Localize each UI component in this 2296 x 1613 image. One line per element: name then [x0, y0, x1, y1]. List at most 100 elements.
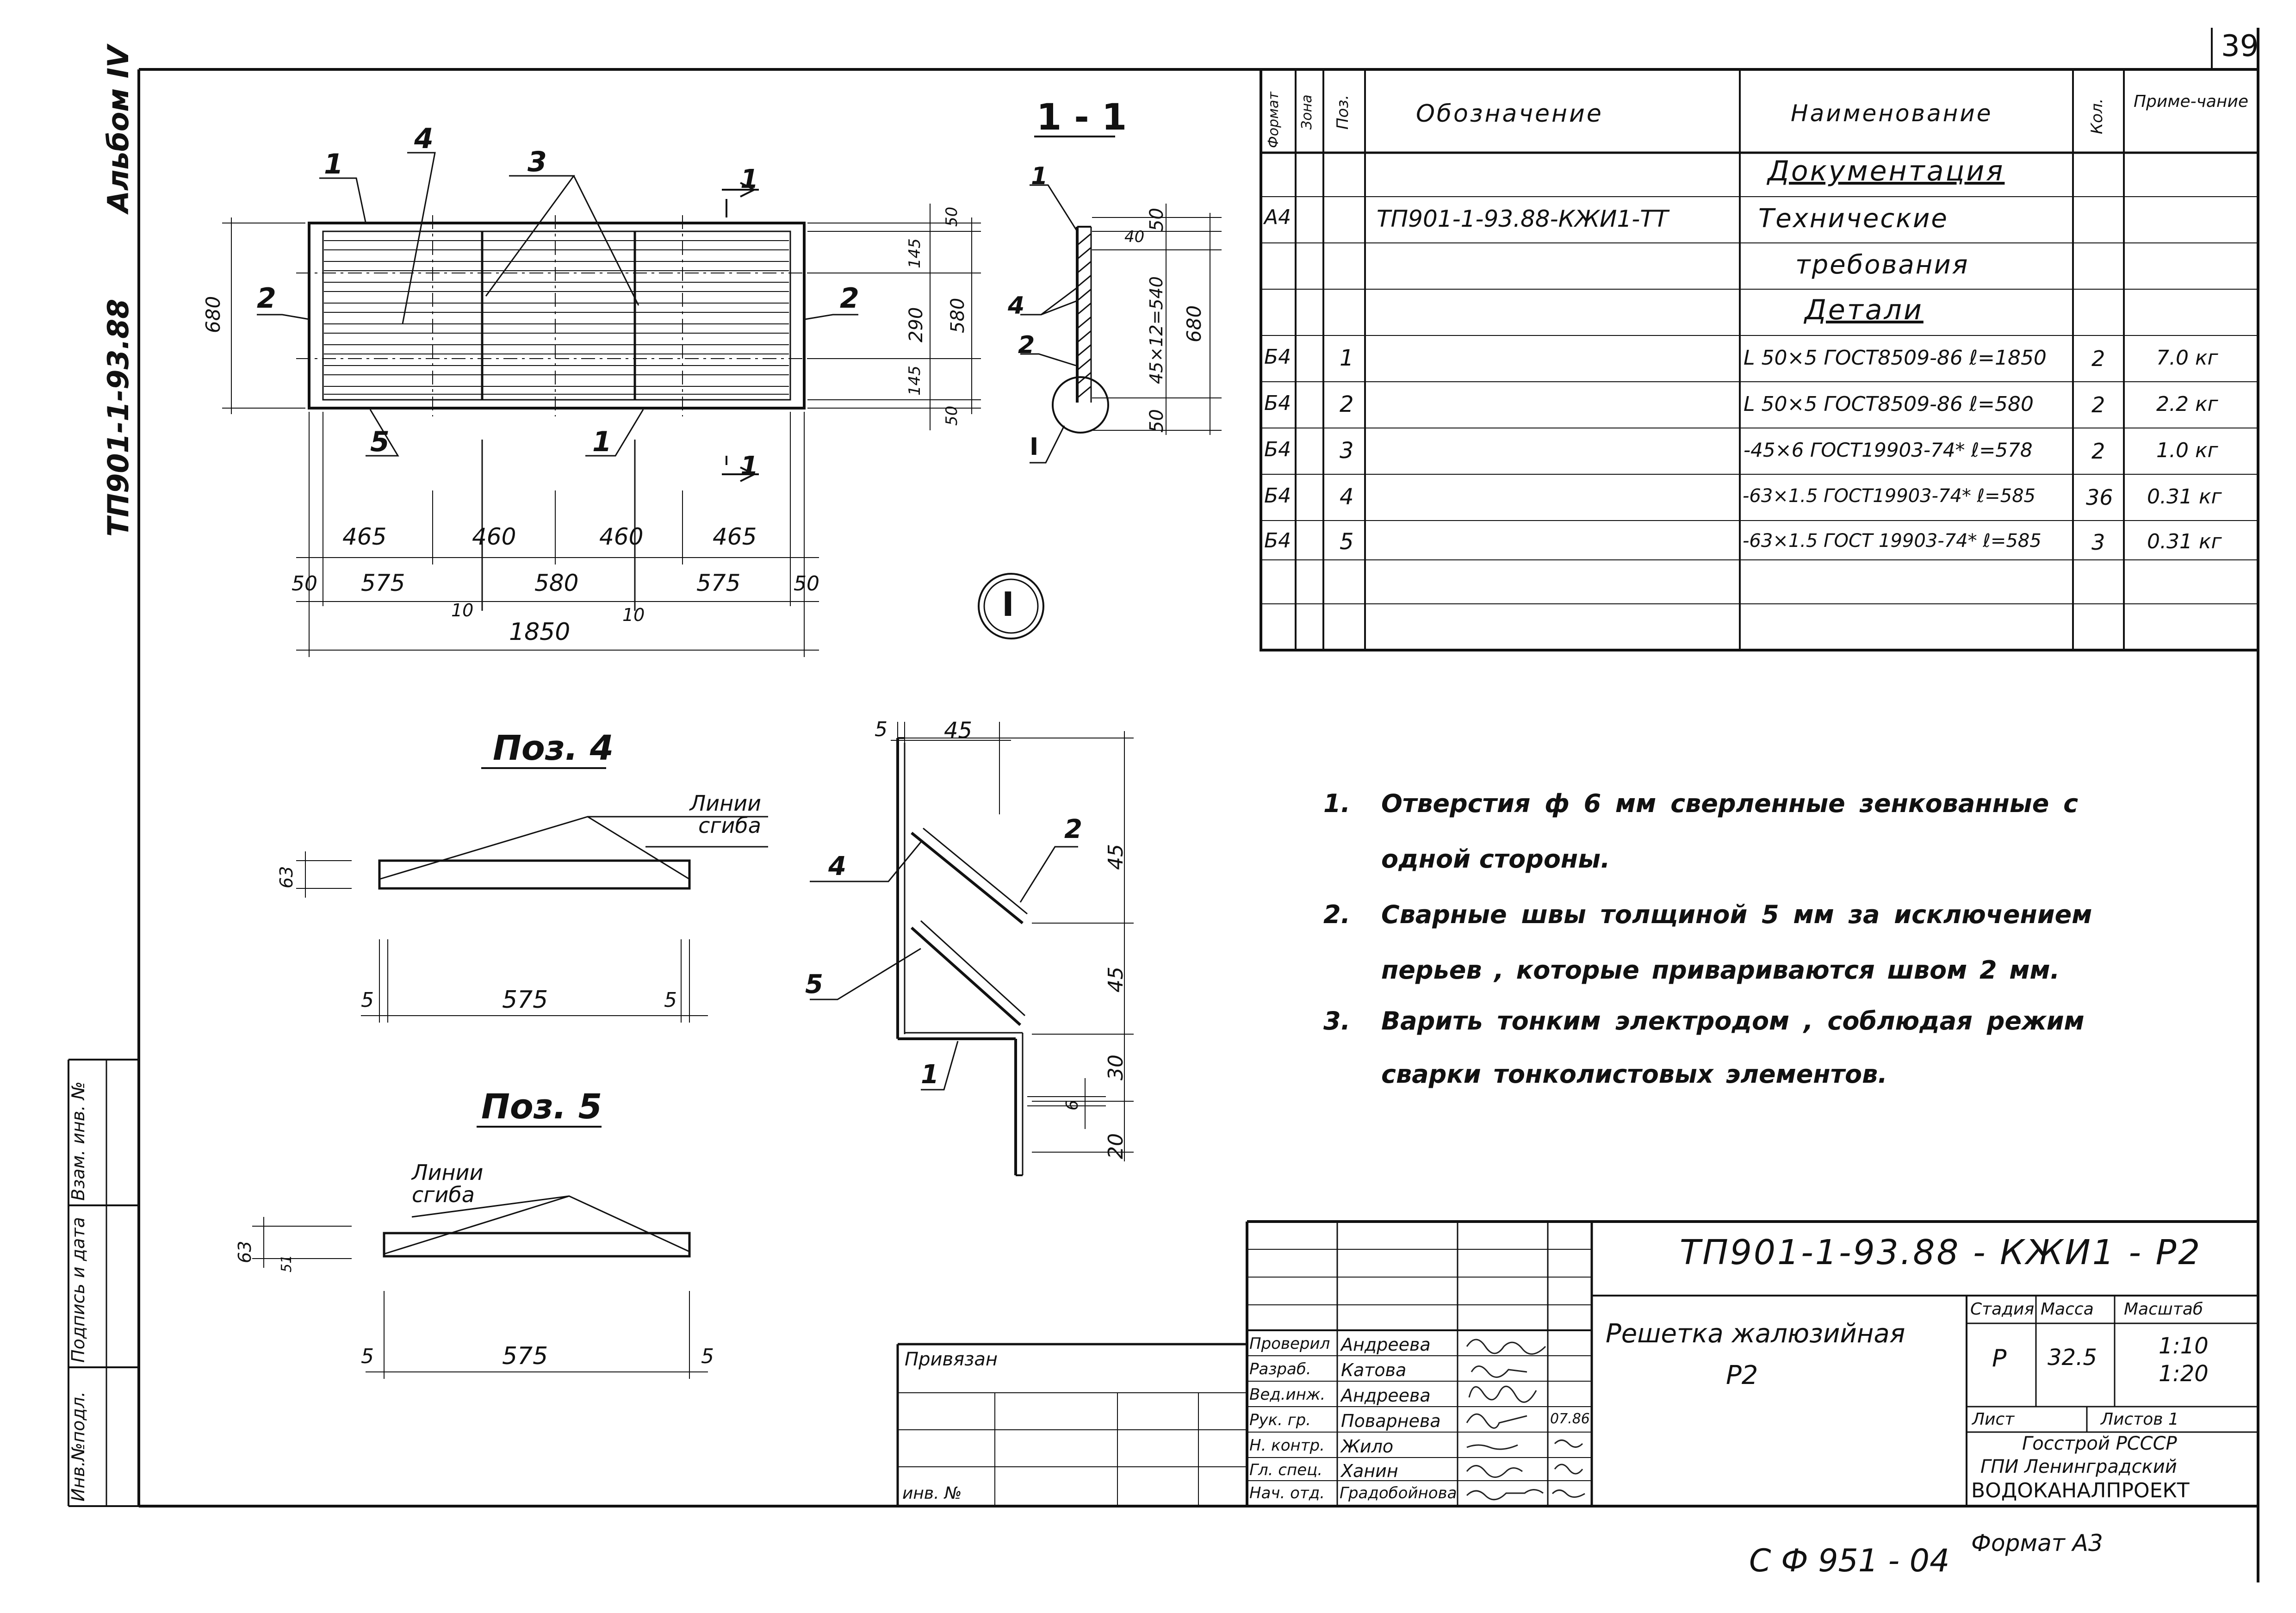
row1-format: Б4 [1264, 345, 1291, 369]
date-mark: 07.86 [1550, 1411, 1590, 1427]
node-callout-2: 2 [1064, 814, 1082, 844]
row2-name: L 50×5 ГОСТ8509-86 ℓ=580 [1744, 392, 2034, 416]
role-0: Проверил [1249, 1334, 1330, 1353]
row3-format: Б4 [1264, 438, 1291, 461]
title-line2: Р2 [1726, 1360, 1758, 1390]
sec-detail-mark: I [1030, 433, 1039, 461]
mass-label: Масса [2041, 1300, 2094, 1319]
row3-note: 1.0 кг [2156, 439, 2218, 462]
pos5-bend-lines: Линии сгиба [412, 1160, 484, 1208]
row3-name: -45×6 ГОСТ19903-74* ℓ=578 [1744, 439, 2033, 461]
section-label: 1 - 1 [1036, 97, 1127, 138]
dim-460-a: 460 [472, 523, 516, 550]
note-1-num: 1. [1323, 789, 1351, 818]
dim-465-a: 465 [342, 523, 387, 550]
dim-575-b: 575 [696, 570, 741, 596]
note-1-line2: одной стороны. [1381, 844, 1610, 874]
row3-pos: 3 [1340, 438, 1354, 464]
hdr-designation: Обозначение [1416, 100, 1603, 128]
pos5-dim-575: 575 [502, 1342, 548, 1370]
callout-1-top: 1 [324, 148, 343, 180]
row5-qty: 3 [2091, 530, 2105, 555]
hdr-name: Наименование [1791, 100, 1993, 127]
pos4-title: Поз. 4 [493, 728, 614, 768]
node-callout-5: 5 [805, 969, 823, 999]
privyazan-label: Привязан [905, 1349, 998, 1370]
hdr-note: Приме-чание [2133, 92, 2249, 111]
note-3-line1: Варить тонким электродом , соблюдая режи… [1381, 1006, 2085, 1036]
detail-node-label: I [1002, 585, 1014, 624]
sec-callout-1: 1 [1031, 162, 1048, 190]
inv-no-label: инв. № [902, 1484, 962, 1503]
row2-format: Б4 [1264, 391, 1291, 415]
pos4-dim-575: 575 [502, 986, 548, 1014]
org-line-2: ГПИ Ленинградский [1980, 1456, 2177, 1477]
sec-callout-4: 4 [1008, 292, 1025, 320]
pos5-title: Поз. 5 [481, 1087, 602, 1127]
format-label: Формат А3 [1971, 1530, 2103, 1557]
name-2: Андреева [1341, 1385, 1431, 1406]
dim-465-b: 465 [713, 523, 757, 550]
callout-3-top: 3 [527, 146, 547, 178]
role-1: Разраб. [1249, 1360, 1311, 1378]
name-4: Жило [1341, 1436, 1394, 1457]
row4-pos: 4 [1340, 484, 1354, 510]
node-callout-1: 1 [921, 1060, 939, 1090]
node-dim-5: 5 [875, 718, 887, 741]
note-1-line1: Отверстия ф 6 мм сверленные зенкованные … [1381, 789, 2079, 818]
row-details-section: Детали [1805, 294, 1924, 326]
row5-format: Б4 [1264, 529, 1291, 552]
name-5: Ханин [1341, 1461, 1398, 1481]
dim-10-a: 10 [451, 600, 474, 620]
sheets-label: Листов 1 [2101, 1410, 2179, 1429]
row5-name: -63×1.5 ГОСТ 19903-74* ℓ=585 [1743, 530, 2042, 552]
name-3: Поварнева [1341, 1411, 1441, 1431]
row1-name: L 50×5 ГОСТ8509-86 ℓ=1850 [1744, 346, 2047, 370]
row5-pos: 5 [1340, 529, 1354, 555]
row5-note: 0.31 кг [2147, 530, 2222, 553]
row1-pos: 1 [1340, 345, 1354, 371]
page-number: 39 [2221, 29, 2259, 63]
dim-580-bottom: 580 [534, 570, 579, 596]
pos4-bend-lines: Линии сгиба [689, 791, 761, 838]
row4-note: 0.31 кг [2147, 485, 2222, 509]
dim-1850: 1850 [509, 618, 571, 646]
org-line-3: ВОДОКАНАЛПРОЕКТ [1971, 1479, 2190, 1502]
section-mark-top: 1 [740, 164, 758, 194]
dim-460-b: 460 [599, 523, 644, 550]
role-5: Гл. спец. [1249, 1461, 1323, 1479]
name-0: Андреева [1341, 1334, 1431, 1355]
sheet-label: Лист [1972, 1410, 2015, 1429]
row3-qty: 2 [2091, 439, 2105, 464]
row2-pos: 2 [1340, 391, 1354, 417]
pos5-dim-5b: 5 [701, 1345, 714, 1368]
row4-format: Б4 [1264, 484, 1291, 508]
row4-name: -63×1.5 ГОСТ19903-74* ℓ=585 [1743, 485, 2035, 507]
scale-value-2: 1:20 [2159, 1361, 2209, 1387]
node-callout-4: 4 [828, 851, 846, 881]
dim-10-b: 10 [622, 605, 645, 625]
name-6: Градобойнова [1340, 1484, 1457, 1502]
callout-4-top: 4 [414, 123, 434, 155]
note-3-num: 3. [1323, 1006, 1351, 1036]
row-tt-format: А4 [1264, 205, 1291, 229]
title-line1: Решетка жалюзийная [1606, 1319, 1905, 1349]
row-tt-name-2: требования [1795, 250, 1969, 280]
sec-callout-2: 2 [1018, 331, 1035, 359]
pos5-dim-5a: 5 [361, 1345, 374, 1368]
name-1: Катова [1341, 1360, 1407, 1380]
dim-575-a: 575 [361, 570, 405, 596]
scale-value-1: 1:10 [2159, 1333, 2209, 1359]
mass-value: 32.5 [2048, 1345, 2097, 1371]
row4-qty: 36 [2086, 485, 2113, 510]
node-dim-45-top: 45 [944, 718, 973, 744]
row-tt-designation: ТП901-1-93.88-КЖИ1-ТТ [1377, 205, 1669, 232]
row2-qty: 2 [2091, 392, 2105, 417]
role-6: Нач. отд. [1249, 1484, 1325, 1502]
role-4: Н. контр. [1249, 1436, 1325, 1455]
row-tt-name: Технические [1758, 204, 1948, 234]
bottom-code: С Ф 951 - 04 [1749, 1543, 1950, 1579]
callout-2-left: 2 [257, 282, 276, 315]
